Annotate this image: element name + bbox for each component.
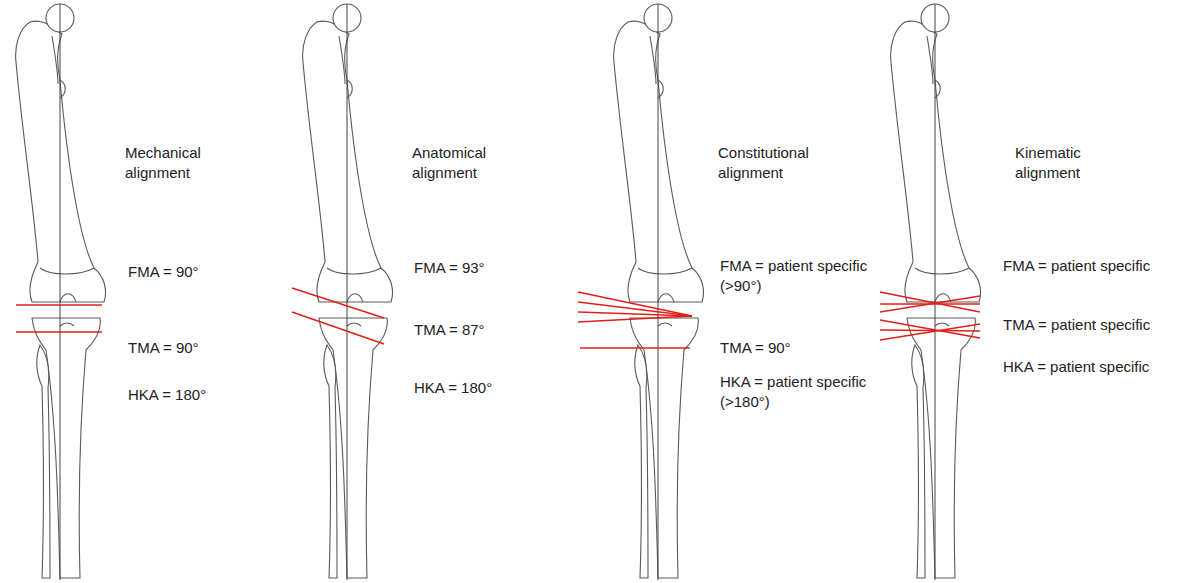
angle-label: TMA = 90° xyxy=(720,338,870,358)
alignment-title: Kinematic alignment xyxy=(1015,143,1115,184)
angle-label: HKA = 180° xyxy=(128,385,278,405)
angle-label: FMA = 90° xyxy=(128,262,278,282)
angle-label: TMA = 90° xyxy=(128,338,278,358)
angle-label: FMA = patient specific (>90°) xyxy=(720,256,870,297)
angle-label: HKA = patient specific (>180°) xyxy=(720,372,870,413)
alignment-title: Constitutional alignment xyxy=(718,143,838,184)
angle-label: HKA = 180° xyxy=(414,378,564,398)
angle-label: HKA = patient specific xyxy=(1003,357,1188,377)
alignment-title: Mechanical alignment xyxy=(125,143,225,184)
angle-label: TMA = patient specific xyxy=(1003,315,1188,335)
alignment-title: Anatomical alignment xyxy=(412,143,512,184)
angle-label: TMA = 87° xyxy=(414,320,564,340)
angle-label: FMA = patient specific xyxy=(1003,256,1188,276)
angle-label: FMA = 93° xyxy=(414,258,564,278)
